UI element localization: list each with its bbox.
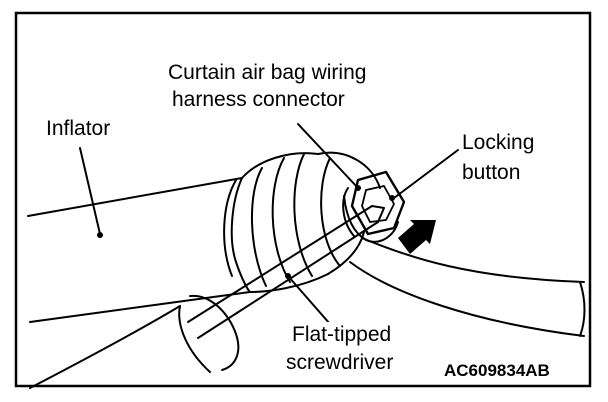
inflator-label: Inflator xyxy=(46,116,111,141)
inflator-leader-dot xyxy=(97,232,103,238)
screwdriver-label-line2: screwdriver xyxy=(286,350,394,375)
screwdriver-leader-line xyxy=(287,275,331,325)
inflator-leader-line xyxy=(79,147,101,235)
locking-button-leader-line xyxy=(393,149,459,199)
wiring-harness xyxy=(349,237,586,337)
flat-tipped-screwdriver xyxy=(29,205,385,389)
connector-label-line1: Curtain air bag wiring xyxy=(168,60,367,85)
connector-label-line2: harness connector xyxy=(172,87,345,112)
figure-code: AC609834AB xyxy=(444,361,550,380)
connector-leader-dot xyxy=(355,185,361,191)
connector-leader-line xyxy=(297,123,359,189)
locking-button-label-line1: Locking xyxy=(462,130,535,155)
screwdriver-label-line1: Flat-tipped xyxy=(292,322,392,347)
screwdriver-leader-dot xyxy=(285,273,291,279)
inflator-body xyxy=(27,177,251,323)
locking-button-label-line2: button xyxy=(462,160,521,185)
locking-button-leader-dot xyxy=(389,195,395,201)
pull-direction-arrow xyxy=(398,220,436,254)
harness-connector xyxy=(342,170,406,243)
